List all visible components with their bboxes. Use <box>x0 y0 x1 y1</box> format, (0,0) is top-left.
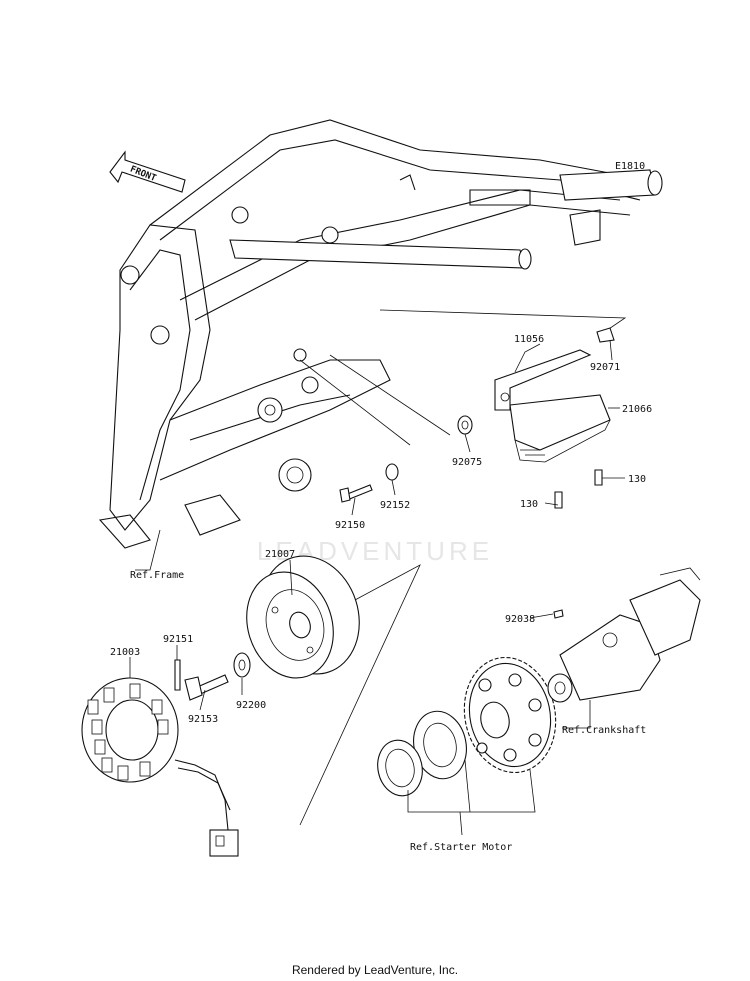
starter-clutch-assembly <box>377 656 557 836</box>
footer-credit: Rendered by LeadVenture, Inc. <box>291 963 459 977</box>
label-130-b: 130 <box>520 499 538 510</box>
label-92152: 92152 <box>380 500 410 511</box>
crankshaft <box>547 567 701 729</box>
regulator-assembly <box>457 327 615 509</box>
label-92153: 92153 <box>188 714 218 725</box>
label-11056: 11056 <box>514 334 544 345</box>
ref-crankshaft-label: Ref.Crankshaft <box>562 725 646 736</box>
ref-frame-label: Ref.Frame <box>130 570 184 581</box>
diagram-code: E1810 <box>615 161 645 172</box>
label-130-a: 130 <box>628 474 646 485</box>
label-92200: 92200 <box>236 700 266 711</box>
stator-coil <box>81 677 239 857</box>
frame-bolts <box>339 463 399 503</box>
label-92071: 92071 <box>590 362 620 373</box>
label-92150: 92150 <box>335 520 365 531</box>
label-92151: 92151 <box>163 634 193 645</box>
label-21066: 21066 <box>622 404 652 415</box>
flywheel-rotor <box>174 555 421 826</box>
front-arrow-icon: FRONT <box>109 150 186 193</box>
leader-lines <box>129 339 625 711</box>
label-92075: 92075 <box>452 457 482 468</box>
frame-assembly <box>98 119 663 571</box>
label-21003: 21003 <box>110 647 140 658</box>
ref-starter-motor-label: Ref.Starter Motor <box>410 842 512 853</box>
label-92038: 92038 <box>505 614 535 625</box>
label-21007: 21007 <box>265 549 295 560</box>
